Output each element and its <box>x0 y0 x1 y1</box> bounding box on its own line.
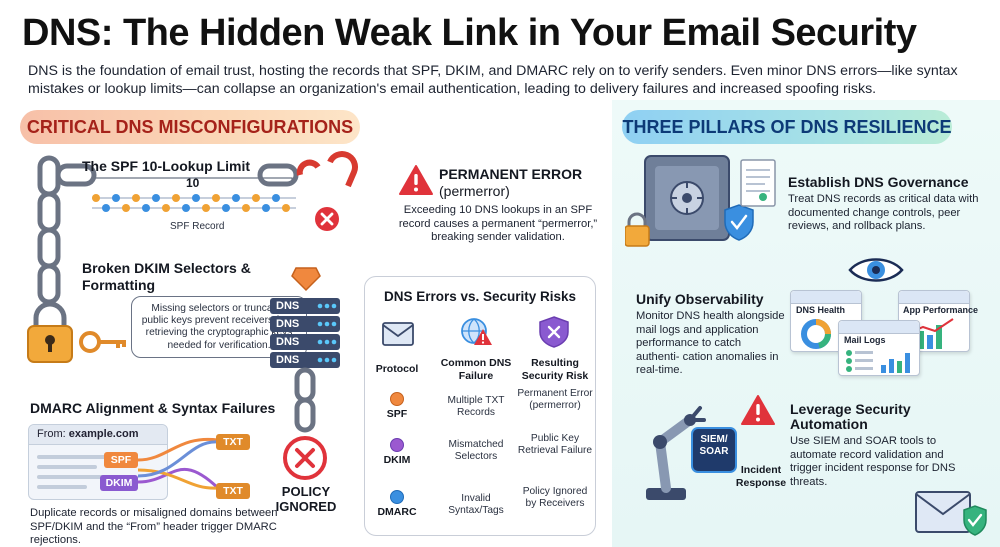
server-label-2: DNS <box>276 318 300 330</box>
perm-error-body: Exceeding 10 DNS lookups in an SPF recor… <box>398 204 598 243</box>
vault-illustration <box>625 155 776 247</box>
matrix-row-failure: Invalid Syntax/Tags <box>448 493 504 517</box>
pillar-title-automation: Leverage Security Automation <box>790 401 911 432</box>
matrix-row-failure: Mismatched Selectors <box>448 439 504 463</box>
dkim-title: Broken DKIM Selectors & Formatting <box>82 260 251 293</box>
perm-error-subtitle: (permerror) <box>439 183 510 199</box>
donut-chart-icon <box>801 319 831 349</box>
server-label-1: DNS <box>276 300 300 312</box>
dmarc-dot <box>390 490 404 504</box>
dash-health-label: DNS Health <box>796 305 846 315</box>
matrix-row-protocol: DKIM <box>383 454 411 466</box>
incident-response-label: Incident Response <box>735 464 787 489</box>
txt-tag-2: TXT <box>216 483 250 499</box>
dash-logs-label: Mail Logs <box>844 335 886 345</box>
server-label-4: DNS <box>276 354 300 366</box>
perm-error-title: PERMANENT ERROR <box>439 166 583 182</box>
matrix-row-risk: Public Key Retrieval Failure <box>517 433 593 457</box>
mail-logs-chart-icon <box>846 350 910 373</box>
dmarc-body: Duplicate records or misaligned domains … <box>30 507 278 546</box>
section-title-misconfigurations: CRITICAL DNS MISCONFIGURATIONS <box>20 110 360 144</box>
matrix-row-protocol: DMARC <box>377 506 417 518</box>
siem-label-2: SOAR <box>699 446 729 457</box>
padlock-key-illustration <box>27 301 126 363</box>
siem-label-1: SIEM/ <box>700 434 728 445</box>
eye-icon <box>848 258 904 282</box>
matrix-title: DNS Errors vs. Security Risks <box>383 289 577 304</box>
spf-count-label: 10 <box>186 176 200 190</box>
envelope-shield-icon <box>915 491 987 536</box>
error-x-icon <box>315 207 339 231</box>
warning-triangle-icon <box>399 165 433 195</box>
globe-warning-icon <box>461 318 492 345</box>
matrix-header-failure: Common DNS Failure <box>440 357 512 382</box>
pillar-body-automation: Use SIEM and SOAR tools to automate reco… <box>790 435 956 488</box>
page-subtitle: DNS is the foundation of email trust, ho… <box>28 63 958 97</box>
matrix-row-failure: Multiple TXT Records <box>447 395 505 419</box>
matrix-row-risk: Permanent Error (permerror) <box>517 388 593 412</box>
section-title-pillars: THREE PILLARS OF DNS RESILIENCE <box>622 110 952 144</box>
dns-server-stack <box>270 267 340 480</box>
email-from-prefix: From: <box>37 428 69 440</box>
dkim-dot <box>390 438 404 452</box>
spf-record-label: SPF Record <box>170 221 225 232</box>
alert-triangle-icon <box>741 395 775 425</box>
dkim-tag: DKIM <box>100 475 138 491</box>
dashboard-card-logs: Mail Logs <box>838 320 920 376</box>
robot-arm-illustration <box>646 406 737 500</box>
chain-illustration <box>37 151 358 305</box>
pillar-title-governance: Establish DNS Governance <box>788 174 969 190</box>
dmarc-title: DMARC Alignment & Syntax Failures <box>30 400 276 416</box>
pillar-title-observability: Unify Observability <box>636 291 764 307</box>
matrix-header-protocol: Protocol <box>375 363 419 375</box>
shield-error-icon <box>539 316 569 348</box>
policy-ignored-label: POLICY IGNORED <box>275 484 337 514</box>
dash-app-label: App Performance <box>903 305 979 315</box>
matrix-header-risk: Resulting Security Risk <box>521 357 589 382</box>
spf-dot <box>390 392 404 406</box>
tangled-wires <box>138 437 220 490</box>
txt-tag-1: TXT <box>216 434 250 450</box>
email-header-box: From: example.com <box>28 424 168 500</box>
envelope-icon <box>382 322 414 346</box>
matrix-row-protocol: SPF <box>386 408 408 420</box>
page-title: DNS: The Hidden Weak Link in Your Email … <box>22 12 917 54</box>
pillar-body-observability: Monitor DNS health alongside mail logs a… <box>636 310 785 376</box>
email-from-domain: example.com <box>68 428 139 440</box>
pillar-body-governance: Treat DNS records as critical data with … <box>788 193 979 232</box>
spf-tag: SPF <box>104 452 138 468</box>
errors-vs-risks-card: DNS Errors vs. Security Risks Protocol C… <box>364 276 596 536</box>
spf-title: The SPF 10-Lookup Limit <box>82 158 251 174</box>
matrix-row-risk: Policy Ignored by Receivers <box>522 486 588 510</box>
server-label-3: DNS <box>276 336 300 348</box>
